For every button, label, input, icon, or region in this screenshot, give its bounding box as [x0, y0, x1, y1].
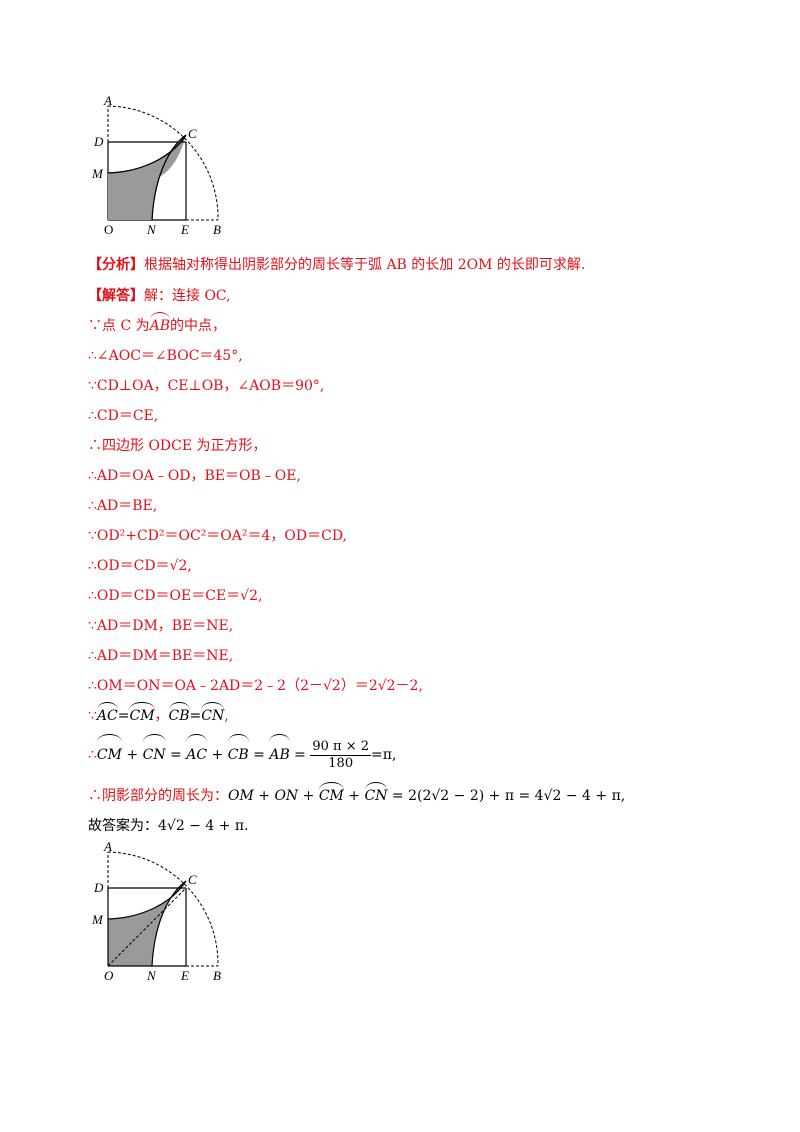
solution-lead-line: 【解答】解：连接 OC, — [88, 286, 231, 306]
arc-ab-label: AB — [149, 312, 171, 334]
answer-prefix: 故答案为： — [88, 818, 158, 834]
perimeter-mid: OM + ON + — [228, 788, 315, 804]
label-d: D — [93, 134, 104, 149]
shaded-border — [107, 134, 187, 221]
sep-1: ， — [154, 708, 169, 724]
solution-line-5: ∴四边形 ODCE 为正方形， — [88, 438, 267, 454]
label-o-2: O — [104, 968, 114, 983]
figure-top: A D C M O N E B — [86, 92, 246, 242]
solution-line-11: ∵AD＝DM，BE＝NE, — [88, 618, 234, 634]
arc-ac-label: AC — [96, 702, 118, 724]
perimeter-arc-cm: CM — [318, 782, 344, 804]
label-o: O — [104, 222, 113, 237]
solution-line-12: ∴AD＝DM＝BE＝NE, — [88, 648, 234, 664]
label-m: M — [91, 166, 104, 181]
answer-line: 故答案为：4√2 − 4 + π. — [88, 816, 249, 836]
analysis-tag: 【分析】 — [88, 257, 144, 273]
shaded-border-2 — [107, 880, 187, 967]
solution-line-2: ∴∠AOC＝∠BOC＝45°, — [88, 348, 243, 364]
sum-tail: =π, — [371, 747, 397, 763]
perimeter-prefix: ∴阴影部分的周长为： — [88, 788, 228, 804]
answer-end: . — [244, 818, 249, 834]
solution-line-8: ∵OD²+CD²＝OC²＝OA²＝4，OD＝CD, — [88, 528, 347, 544]
eq-1: = — [117, 708, 130, 724]
solution-lead: 解：连接 OC, — [144, 288, 231, 304]
perimeter-tail: = 2(2√2 − 2) + π = 4√2 − 4 + π, — [391, 788, 626, 804]
arc-cn-label: CN — [201, 702, 225, 724]
arc-cb-label: CB — [168, 702, 190, 724]
answer-value: 4√2 − 4 + π — [158, 818, 245, 834]
label-c: C — [188, 126, 197, 141]
solution-line-7: ∴AD＝BE, — [88, 498, 158, 514]
label-b-2: B — [213, 968, 221, 983]
shaded-area — [108, 135, 186, 220]
sum-arc-cm: CM — [96, 734, 123, 772]
label-b: B — [213, 222, 221, 237]
solution-line-9: ∴OD＝CD＝√2, — [88, 558, 192, 574]
solution-tag: 【解答】 — [88, 288, 144, 304]
label-a: A — [103, 93, 112, 108]
eq-2: = — [189, 708, 202, 724]
perimeter-arc-cn: CN — [364, 782, 388, 804]
label-n-2: N — [146, 968, 157, 983]
arc-ab-2 — [107, 851, 219, 967]
solution-line-3: ∵CD⊥OA，CE⊥OB，∠AOB＝90°, — [88, 378, 325, 394]
line-1b: 的中点， — [170, 318, 227, 334]
solution-line-perimeter: ∴阴影部分的周长为：OM + ON + CM + CN = 2(2√2 − 2)… — [88, 782, 626, 804]
sum-arc-cb: CB — [227, 734, 249, 772]
arc-cm-label: CM — [129, 702, 155, 724]
solution-line-arcs: ∵点 C 为∵AC=CM，CB=CN, — [88, 702, 229, 724]
frac-den: 180 — [328, 755, 354, 771]
line-1a: ∵点 C 为 — [88, 318, 150, 334]
solution-line-6: ∴AD＝OA﹣OD，BE＝OB﹣OE, — [88, 468, 301, 484]
label-m-2: M — [91, 912, 104, 927]
frac-num: 90 π × 2 — [310, 738, 372, 756]
analysis-line: 【分析】根据轴对称得出阴影部分的周长等于弧 AB 的长加 2OM 的长即可求解. — [88, 255, 585, 275]
label-e-2: E — [180, 968, 189, 983]
sum-arc-cn: CN — [142, 734, 166, 772]
label-d-2: D — [93, 880, 104, 895]
quarter-circle-diagram-2: A D C M O N E B — [91, 839, 221, 983]
quarter-circle-diagram: A D C M O N E B — [91, 93, 221, 237]
sum-arc-ab: AB — [269, 734, 291, 772]
label-e: E — [180, 222, 189, 237]
solution-line-1: ∵点 C 为AB的中点， — [88, 312, 227, 336]
solution-line-13: ∴OM＝ON＝OA﹣2AD＝2﹣2（2－√2）＝2√2－2, — [88, 678, 423, 694]
segment-oc-2 — [107, 887, 187, 967]
analysis-text: 根据轴对称得出阴影部分的周长等于弧 AB 的长加 2OM 的长即可求解. — [144, 257, 586, 273]
label-n: N — [146, 222, 157, 237]
sum-arc-ac: AC — [186, 734, 207, 772]
figure-bottom: A D C M O N E B — [86, 838, 246, 988]
arc-ab — [107, 105, 219, 221]
label-a-2: A — [103, 839, 112, 854]
shaded-area-2 — [108, 881, 186, 966]
solution-line-4: ∴CD＝CE, — [88, 408, 159, 424]
label-c-2: C — [188, 872, 197, 887]
sum-prefix: ∴ — [88, 747, 97, 763]
solution-line-10: ∴OD＝CD＝OE＝CE＝√2, — [88, 588, 263, 604]
